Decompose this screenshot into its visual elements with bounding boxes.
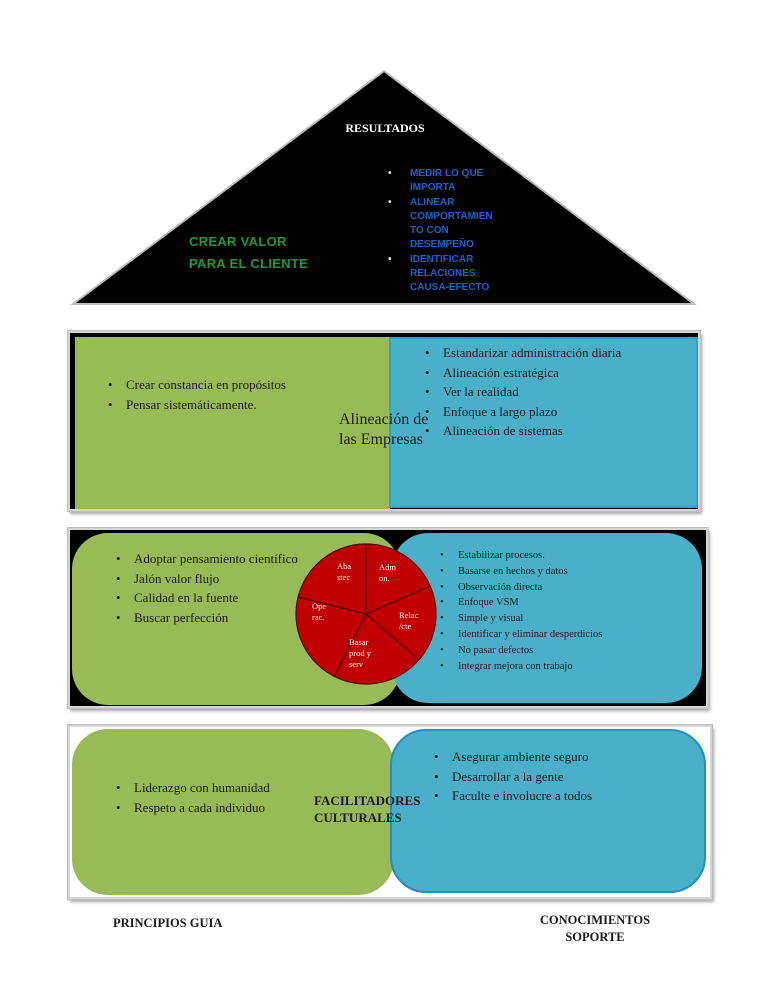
results-item: MEDIR LO QUE IMPORTA — [388, 167, 513, 196]
pie-label-line: rac. — [312, 612, 325, 622]
list-item: Jalón valor flujo — [112, 569, 342, 589]
results-item-text: CAUSA-EFECTO — [410, 282, 490, 294]
pie-label-basar: Basar prod y serv — [349, 637, 371, 670]
list-item: Pensar sistemáticamente. — [104, 395, 334, 415]
cultural-label-line: CULTURALES — [314, 810, 402, 825]
pie-label-line: /cte — [399, 621, 412, 631]
pie-label-line: Relac — [399, 610, 419, 620]
list-item: Desarrollar a la gente — [430, 767, 680, 787]
support-knowledge-label: CONOCIMIENTOS SOPORTE — [520, 912, 670, 946]
alignment-label-line: las Empresas — [339, 431, 423, 448]
pie-label-line: Ope — [312, 601, 327, 611]
panel1-left-list: Crear constancia en propósitos Pensar si… — [104, 375, 334, 414]
results-item-text: TO CON — [410, 225, 449, 237]
pie-label-abastec: Aba stec — [337, 561, 351, 583]
list-item: Liderazgo con humanidad — [112, 778, 342, 798]
panel3-left-list: Liderazgo con humanidad Respeto a cada i… — [112, 778, 342, 817]
list-item: No pasar defectos — [436, 643, 686, 659]
support-label-line: SOPORTE — [565, 930, 625, 944]
results-item-text: IDENTIFICAR — [410, 253, 474, 265]
list-item: Respeto a cada individuo — [112, 798, 342, 818]
results-item-text: DESEMPEÑO — [410, 239, 474, 251]
pie-label-relac: Relac /cte — [399, 610, 418, 632]
customer-value-label: CREAR VALOR PARA EL CLIENTE — [189, 231, 308, 275]
pie-label-line: Adm — [379, 562, 396, 572]
pie-label-line: prod y — [349, 648, 371, 658]
results-item-text: RELACIONES — [410, 268, 476, 280]
pie-label-line: serv — [349, 659, 364, 669]
list-item: Crear constancia en propósitos — [104, 375, 334, 395]
pie-label-line: stec — [337, 572, 351, 582]
results-item: IDENTIFICAR RELACIONES CAUSA-EFECTO — [388, 253, 513, 296]
pie-label-line: on. — [379, 573, 390, 583]
list-item: Integrar mejora con trabajo — [436, 659, 686, 675]
list-item: Alineación estratégica — [421, 363, 691, 383]
list-item: Identificar y eliminar desperdicios — [436, 627, 686, 643]
results-item-text: COMPORTAMIEN — [410, 210, 493, 222]
panel2-right-list: Estabilizar procesos. Basarse en hechos … — [436, 548, 686, 674]
alignment-label: Alineación de las Empresas — [339, 410, 428, 450]
list-item: Estabilizar procesos. — [436, 548, 686, 564]
support-label-line: CONOCIMIENTOS — [539, 913, 651, 927]
list-item: Adoptar pensamiento científico — [112, 549, 342, 569]
list-item: Enfoque VSM — [436, 595, 686, 611]
list-item: Alineación de sistemas — [421, 421, 691, 441]
results-item-text: MEDIR LO QUE — [410, 168, 484, 179]
cultural-label-line: FACILITADORES — [314, 793, 421, 808]
list-item: Simple y visual — [436, 611, 686, 627]
list-item: Observación directa — [436, 580, 686, 596]
list-item: Buscar perfección — [112, 608, 342, 628]
pie-label-admon: Adm on. — [379, 562, 396, 584]
results-item-text: IMPORTA — [410, 182, 456, 194]
customer-value-line1: CREAR VALOR — [189, 234, 287, 249]
list-item: Faculte e involucre a todos — [430, 786, 680, 806]
list-item: Estandarizar administración diaria — [421, 343, 691, 363]
panel3-right-list: Asegurar ambiente seguro Desarrollar a l… — [430, 747, 680, 806]
results-list: MEDIR LO QUE IMPORTA ALINEAR COMPORTAMIE… — [388, 167, 513, 296]
list-item: Calidad en la fuente — [112, 588, 342, 608]
guiding-principles-label: PRINCIPIOS GUIA — [113, 916, 223, 930]
pie-label-line: Basar — [349, 637, 369, 647]
pie-divider — [365, 613, 420, 661]
pie-divider — [333, 613, 367, 678]
alignment-label-line: Alineación de — [339, 411, 429, 428]
cultural-facilitators-label: FACILITADORES CULTURALES — [314, 792, 420, 826]
customer-value-line2: PARA EL CLIENTE — [189, 256, 309, 271]
pie-label-line: Aba — [337, 561, 352, 571]
results-item: ALINEAR COMPORTAMIEN TO CON DESEMPEÑO — [388, 196, 513, 253]
pie-label-operac: Ope rac. — [312, 601, 326, 623]
operations-pie — [295, 543, 437, 685]
list-item: Asegurar ambiente seguro — [430, 747, 680, 767]
list-item: Ver la realidad — [421, 382, 691, 402]
list-item: Basarse en hechos y datos — [436, 564, 686, 580]
panel1-right-list: Estandarizar administración diaria Aline… — [421, 343, 691, 441]
pie-divider — [297, 596, 367, 615]
roof-shape — [69, 69, 697, 305]
pie-divider — [365, 585, 431, 615]
list-item: Enfoque a largo plazo — [421, 402, 691, 422]
results-item-text: ALINEAR — [410, 196, 455, 208]
panel2-left-list: Adoptar pensamiento científico Jalón val… — [112, 549, 342, 627]
roof-title: RESULTADOS — [345, 121, 425, 135]
panel-alignment-left — [75, 337, 390, 509]
